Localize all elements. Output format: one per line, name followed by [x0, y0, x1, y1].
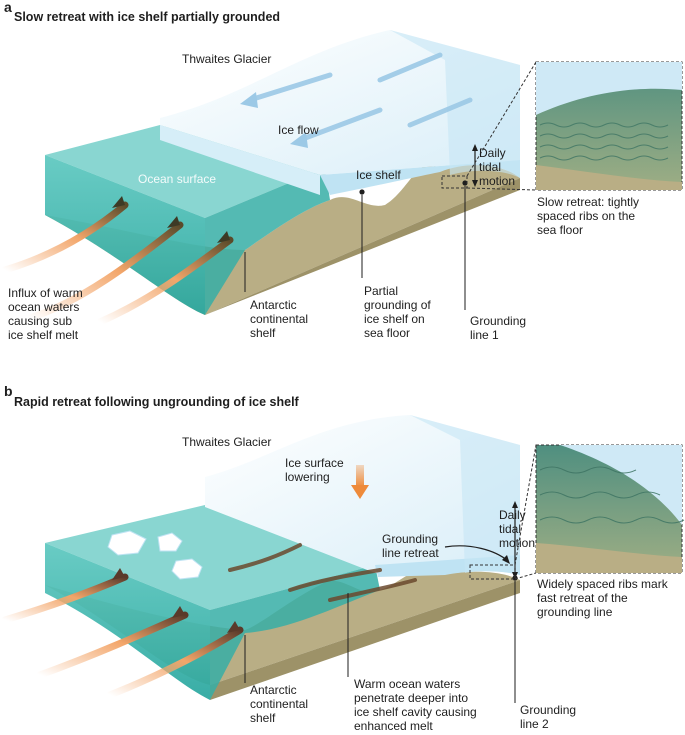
ocean-right-face — [205, 168, 330, 315]
ocean-surface-label: Ocean surface — [138, 172, 217, 186]
warm-water-arrows — [1, 201, 234, 326]
tidal-label-b: Daily tidal motion — [499, 508, 536, 550]
deep-water-arrows — [228, 543, 417, 602]
ice-top-face — [160, 30, 520, 175]
ocean-front-face — [45, 155, 205, 315]
panel-a-letter: a — [4, 0, 12, 15]
warm-water-arrowheads-b — [112, 568, 240, 633]
seafloor-front-b — [210, 580, 520, 700]
ice-flow-arrowheads — [240, 92, 308, 148]
ocean-top-face — [45, 125, 325, 218]
panel-a-title: Slow retreat with ice shelf partially gr… — [14, 10, 281, 24]
tidal-label-a: Daily tidal motion — [479, 146, 516, 188]
ice-shelf-label: Ice shelf — [356, 168, 401, 182]
continental-shelf-label-b: Antarctic continental shelf — [250, 683, 309, 725]
tidal-arrow-b-up — [512, 501, 518, 508]
lowering-arrow-head — [351, 485, 369, 499]
panel-b-diagram — [1, 415, 685, 703]
partial-grounding-label: Partial grounding of ice shelf on sea fl… — [364, 284, 431, 340]
warm-water-arrows-b — [1, 573, 244, 699]
ice-flow-label: Ice flow — [278, 123, 319, 137]
inset-caption-b: Widely spaced ribs mark fast retreat of … — [537, 577, 668, 619]
retreat-label: Grounding line retreat — [382, 532, 439, 560]
ice-front-edge — [160, 125, 320, 195]
panel-a: a Slow retreat with ice shelf partially … — [0, 0, 685, 365]
grounding-line-1-point — [462, 180, 468, 186]
inset-source-box-b — [469, 564, 516, 580]
glacier-label-b: Thwaites Glacier — [182, 435, 272, 449]
glacier-label-a: Thwaites Glacier — [182, 52, 272, 66]
inset-connector-top-b — [514, 444, 537, 566]
ocean-front-face-b — [45, 543, 210, 700]
lowering-label: Ice surface lowering — [285, 456, 344, 484]
ice-right-face-b — [410, 415, 520, 575]
panel-a-diagram — [1, 30, 683, 326]
ice-front-face — [320, 160, 520, 195]
tidal-arrow-up — [472, 144, 478, 151]
warm-water-label: Warm ocean waters penetrate deeper into … — [354, 677, 477, 733]
warm-water-arrowheads — [112, 196, 230, 243]
inset-connector-top — [466, 61, 537, 177]
continental-shelf-label-a: Antarctic continental shelf — [250, 298, 309, 340]
grounding-line-1-label: Grounding line 1 — [470, 314, 527, 342]
inset-ribs-b — [539, 466, 685, 524]
inset-floor-b — [536, 543, 682, 573]
ice-flow-arrows — [247, 52, 473, 143]
retreat-arrow-head — [502, 555, 510, 564]
partial-grounding-point — [359, 189, 365, 195]
inset-ice — [536, 62, 682, 115]
inset-source-box — [441, 175, 468, 189]
inset-ribs — [539, 122, 669, 161]
lowering-arrow-shaft — [356, 465, 364, 487]
inset-ice-b — [560, 445, 682, 525]
inset-caption-a: Slow retreat: tightly spaced ribs on the… — [537, 195, 640, 237]
inset-connector-bottom-b — [514, 572, 537, 580]
icebergs — [107, 530, 203, 580]
grounding-line-2-label: Grounding line 2 — [520, 703, 577, 731]
panel-b-title: Rapid retreat following ungrounding of i… — [14, 395, 299, 409]
panel-b-letter: b — [4, 383, 13, 399]
inset-floor — [536, 165, 682, 190]
inset-connector-bottom — [466, 187, 537, 191]
panel-b: b Rapid retreat following ungrounding of… — [0, 365, 685, 733]
influx-label: Influx of warm ocean waters causing sub … — [8, 286, 83, 342]
tidal-arrow-down — [472, 180, 478, 187]
